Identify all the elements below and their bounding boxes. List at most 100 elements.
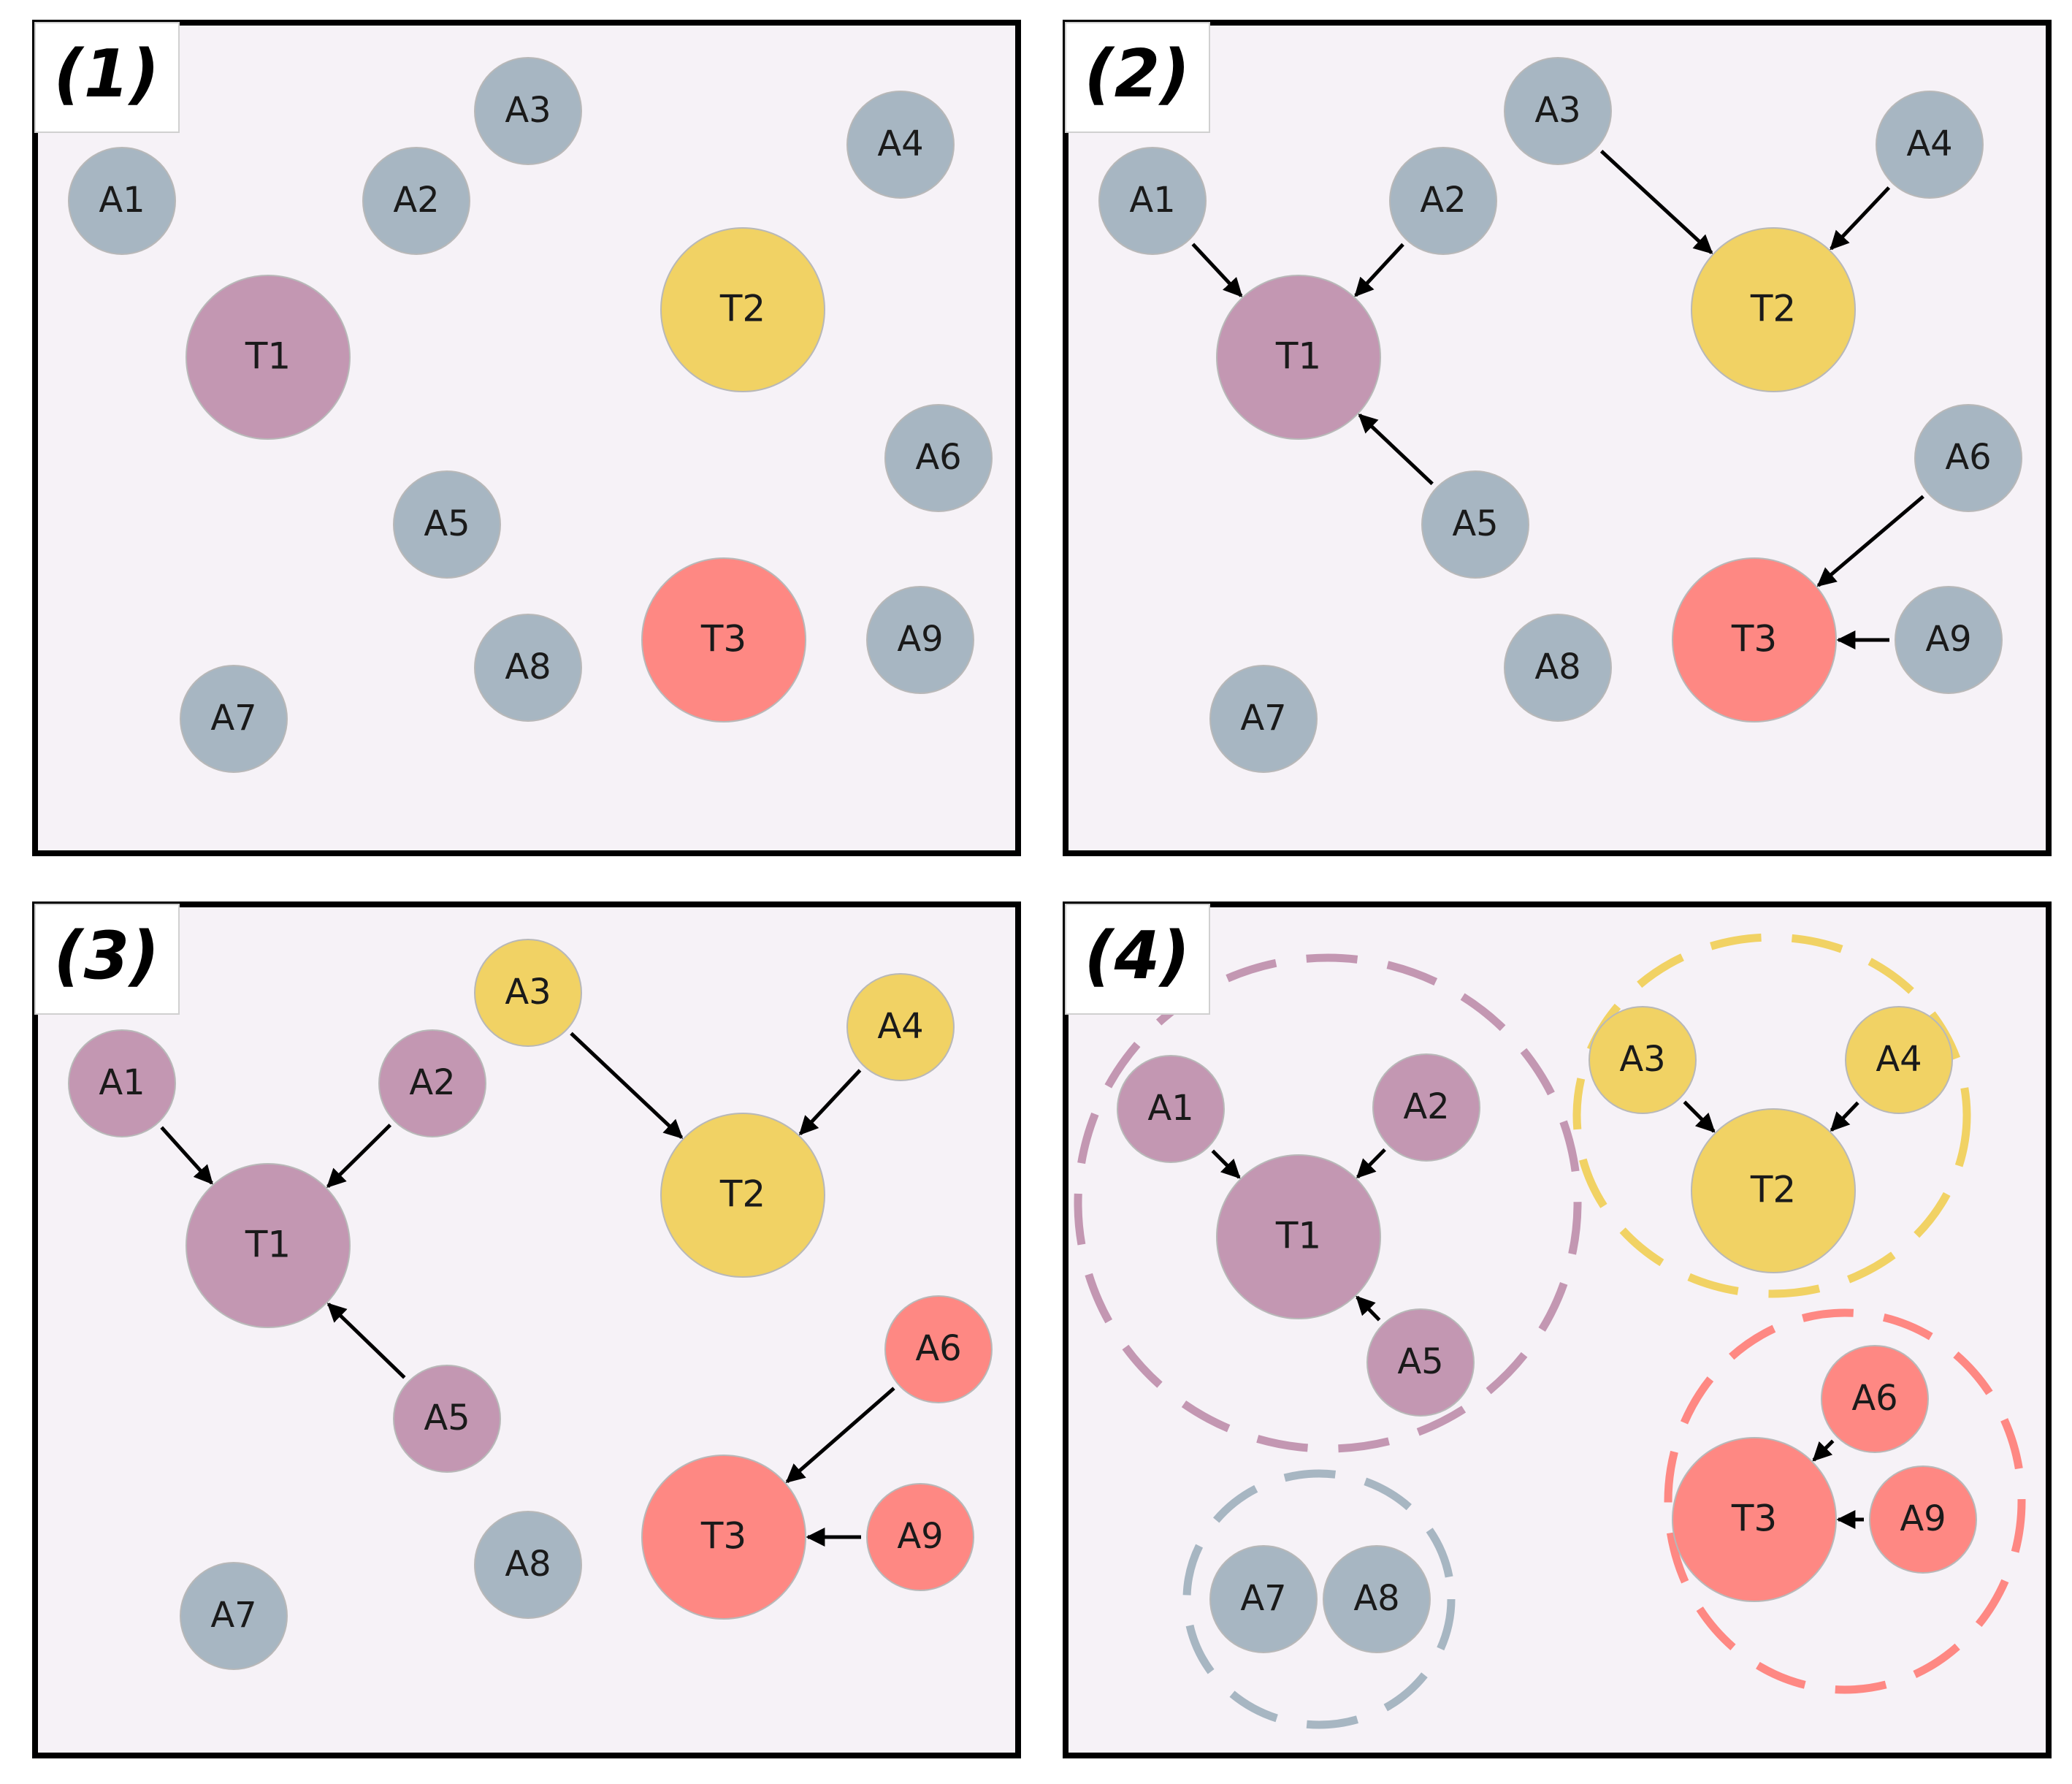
node-circle	[641, 1455, 806, 1620]
agent-node-a8: A8	[474, 1511, 582, 1619]
node-label: A9	[1925, 619, 1971, 660]
node-circle	[866, 586, 974, 694]
edge-a5-to-t1	[1356, 1295, 1381, 1322]
agent-node-a1: A1	[68, 147, 176, 255]
node-label: A2	[409, 1062, 455, 1103]
node-label: A2	[1420, 180, 1466, 221]
edge-a2-to-t1	[326, 1124, 392, 1189]
node-circle	[1589, 1006, 1697, 1114]
agent-node-a5: A5	[1421, 470, 1529, 579]
edge-a3-to-t2	[1599, 150, 1713, 254]
node-label: A1	[1129, 180, 1175, 221]
edge-a6-to-t3	[785, 1387, 895, 1484]
node-label: A5	[424, 1398, 470, 1438]
node-label: A4	[877, 1006, 923, 1047]
task-node-t3: T3	[641, 557, 806, 723]
node-circle	[1691, 227, 1856, 392]
node-label: T3	[700, 618, 746, 660]
node-circle	[1098, 147, 1207, 255]
node-label: A2	[393, 180, 439, 221]
panel-label: (2)	[1085, 36, 1190, 113]
agent-node-a7: A7	[180, 665, 288, 773]
node-label: A6	[1945, 437, 1991, 478]
agent-node-a9: A9	[1869, 1465, 1977, 1574]
panel-label: (3)	[54, 918, 160, 994]
node-circle	[884, 404, 993, 512]
node-label: T2	[1750, 288, 1796, 330]
agent-node-a3: A3	[1589, 1006, 1697, 1114]
task-node-t3: T3	[641, 1455, 806, 1620]
node-circle	[660, 1113, 825, 1278]
node-circle	[68, 1029, 176, 1137]
node-label: A3	[505, 972, 551, 1013]
node-label: A9	[897, 619, 943, 660]
node-circle	[474, 939, 582, 1047]
task-node-t1: T1	[186, 1163, 351, 1328]
node-circle	[1209, 665, 1318, 773]
agent-node-a5: A5	[393, 1365, 501, 1473]
node-label: A7	[210, 1595, 256, 1636]
node-circle	[186, 275, 351, 440]
node-label: T2	[719, 1173, 765, 1216]
node-circle	[660, 227, 825, 392]
panel-label: (1)	[54, 36, 160, 113]
node-circle	[884, 1295, 993, 1403]
node-circle	[1372, 1053, 1480, 1162]
panel-label: (4)	[1085, 918, 1190, 994]
node-label: A7	[1240, 1578, 1286, 1619]
node-circle	[1504, 614, 1612, 722]
node-circle	[1869, 1465, 1977, 1574]
agent-node-a8: A8	[1323, 1545, 1431, 1653]
node-circle	[1216, 1154, 1381, 1319]
node-label: T2	[719, 288, 765, 330]
task-node-t2: T2	[660, 227, 825, 392]
cluster-task-1-outline	[1074, 953, 1582, 1453]
agent-node-a7: A7	[1209, 665, 1318, 773]
agent-node-a6: A6	[884, 1295, 993, 1403]
edge-a4-to-t2	[1830, 1101, 1859, 1132]
node-circle	[180, 1562, 288, 1670]
task-node-t3: T3	[1672, 1437, 1837, 1602]
node-label: T2	[1750, 1169, 1796, 1211]
node-label: A7	[1240, 698, 1286, 739]
cluster-task-3-outline	[1664, 1308, 2026, 1694]
node-label: T1	[1275, 335, 1321, 378]
task-node-t3: T3	[1672, 557, 1837, 723]
edge-a3-to-t2	[570, 1032, 684, 1139]
node-circle	[1209, 1545, 1318, 1653]
panel-label-box	[34, 22, 180, 133]
agent-node-a3: A3	[474, 57, 582, 165]
agent-node-a1: A1	[1117, 1055, 1225, 1163]
edge-a2-to-t1	[1356, 1148, 1386, 1179]
node-circle	[393, 1365, 501, 1473]
node-label: A4	[1876, 1039, 1922, 1080]
agent-node-a8: A8	[1504, 614, 1612, 722]
edge-a6-to-t3	[1816, 495, 1924, 587]
task-node-t2: T2	[1691, 1108, 1856, 1273]
agent-node-a1: A1	[1098, 147, 1207, 255]
node-circle	[474, 614, 582, 722]
agent-node-a6: A6	[1914, 404, 2022, 512]
node-circle	[1672, 1437, 1837, 1602]
node-label: T1	[1275, 1215, 1321, 1257]
edge-a4-to-t2	[1830, 186, 1891, 251]
node-circle	[474, 57, 582, 165]
node-circle	[1876, 91, 1984, 199]
node-label: T3	[1731, 1498, 1777, 1540]
node-label: T3	[700, 1515, 746, 1558]
task-node-t2: T2	[660, 1113, 825, 1278]
node-label: A9	[897, 1516, 943, 1557]
node-circle	[1421, 470, 1529, 579]
node-label: A6	[915, 1328, 961, 1369]
node-circle	[393, 470, 501, 579]
node-label: A5	[1452, 503, 1498, 544]
agent-node-a8: A8	[474, 614, 582, 722]
node-circle	[1845, 1006, 1953, 1114]
node-label: A1	[99, 180, 145, 221]
cluster-task-2-outline	[1572, 933, 1971, 1298]
